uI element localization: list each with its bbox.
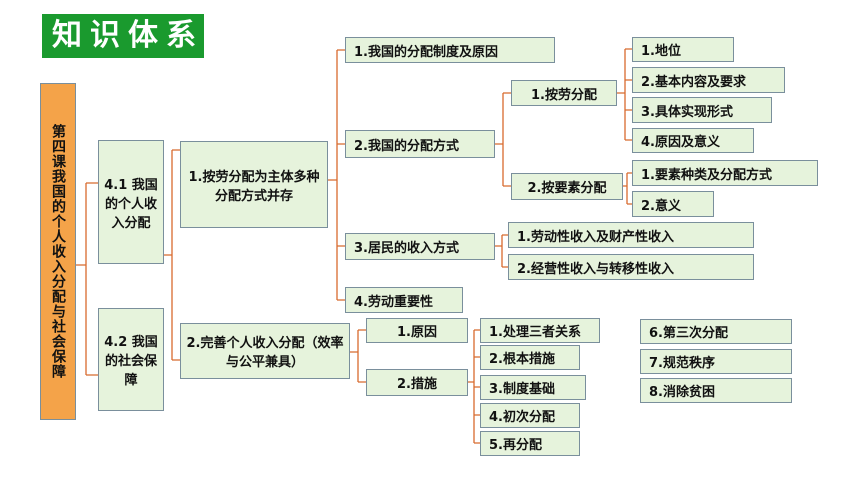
node-resident-income: 3.居民的收入方式 <box>345 233 495 260</box>
income-item: 1.劳动性收入及财产性收入 <box>508 222 754 248</box>
measure-item: 6.第三次分配 <box>640 319 792 344</box>
measure-item: 2.根本措施 <box>480 345 580 370</box>
node-distribution-by-labor: 1.按劳分配 <box>511 80 617 106</box>
node-reasons: 1.原因 <box>366 318 468 343</box>
node-improve-income-distribution: 2.完善个人收入分配（效率与公平兼具） <box>180 323 350 379</box>
section-4-1: 4.1 我国的个人收入分配 <box>98 140 164 264</box>
measure-item: 7.规范秩序 <box>640 349 792 374</box>
labor-item: 2.基本内容及要求 <box>632 67 785 93</box>
node-labor-main-distribution: 1.按劳分配为主体多种分配方式并存 <box>180 141 328 228</box>
measure-item: 8.消除贫困 <box>640 378 792 403</box>
income-item: 2.经营性收入与转移性收入 <box>508 254 754 280</box>
section-4-2: 4.2 我国的社会保障 <box>98 308 164 411</box>
node-distribution-by-factor: 2.按要素分配 <box>511 173 623 200</box>
labor-item: 1.地位 <box>632 37 734 62</box>
node-labor-importance: 4.劳动重要性 <box>345 287 463 313</box>
factor-item: 1.要素种类及分配方式 <box>632 160 818 186</box>
node-measures: 2.措施 <box>366 369 468 396</box>
root-topic: 第四课我国的个人收入分配与社会保障 <box>40 83 76 420</box>
measure-item: 5.再分配 <box>480 431 580 456</box>
factor-item: 2.意义 <box>632 191 714 217</box>
node-distribution-methods: 2.我国的分配方式 <box>345 130 495 158</box>
measure-item: 1.处理三者关系 <box>480 318 600 343</box>
measure-item: 4.初次分配 <box>480 403 580 428</box>
page-title: 知识体系 <box>42 14 204 58</box>
labor-item: 4.原因及意义 <box>632 128 754 153</box>
labor-item: 3.具体实现形式 <box>632 97 772 123</box>
node-distribution-system: 1.我国的分配制度及原因 <box>345 37 555 63</box>
measure-item: 3.制度基础 <box>480 375 586 400</box>
